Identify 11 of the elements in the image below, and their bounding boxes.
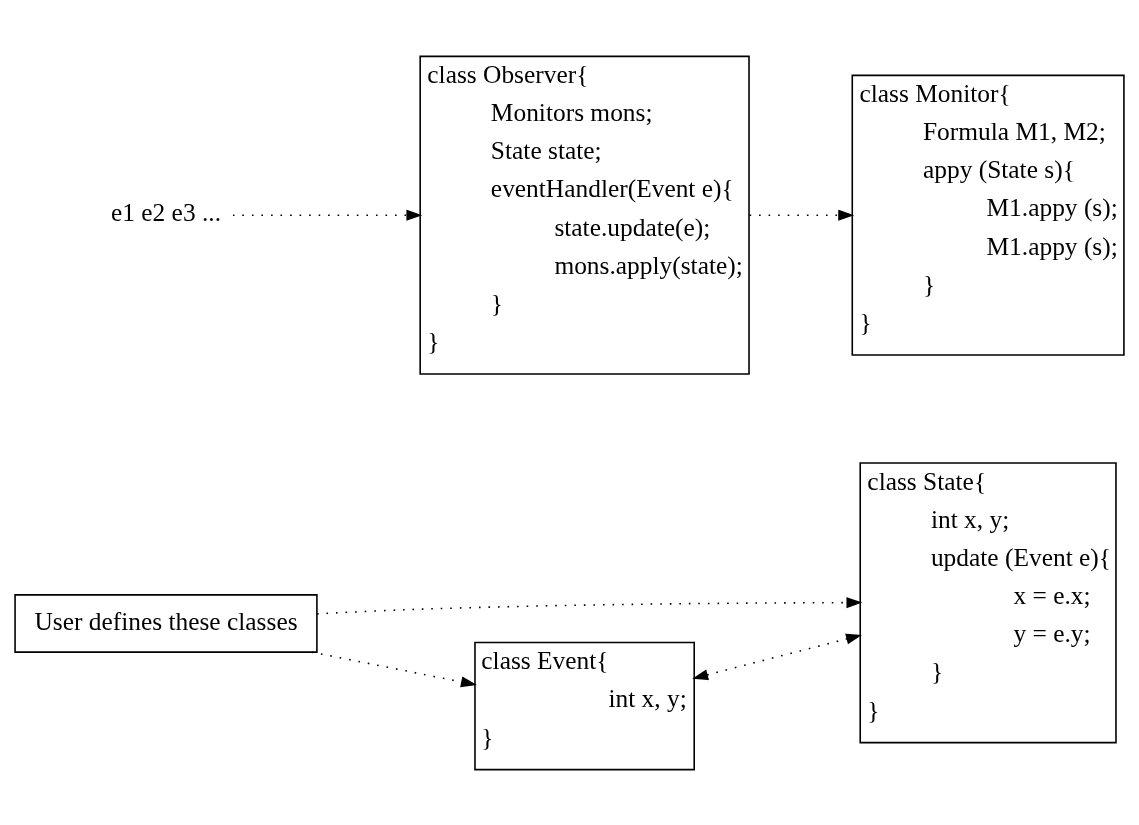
arrow: [232, 209, 423, 221]
node-box: class Observer{ Monitors mons; State state; eventHandler(Event e){ state.update(e); mons.apply(state); } }: [419, 55, 750, 375]
arrow: [310, 650, 477, 687]
node-text: e1 e2 e3 ...: [110, 197, 222, 226]
node-box: class Monitor{ Formula M1, M2; appy (State s){ M1.appy (s); M1.appy (s); } }: [851, 74, 1125, 356]
node-box: User defines these classes: [14, 593, 318, 653]
arrow: [692, 633, 862, 680]
node-box: class Event{ int x, y; }: [474, 641, 695, 770]
arrow: [748, 209, 855, 221]
arrow: [316, 596, 863, 615]
node-box: class State{ int x, y; update (Event e){ x = e.x; y = e.y; } }: [859, 461, 1117, 743]
